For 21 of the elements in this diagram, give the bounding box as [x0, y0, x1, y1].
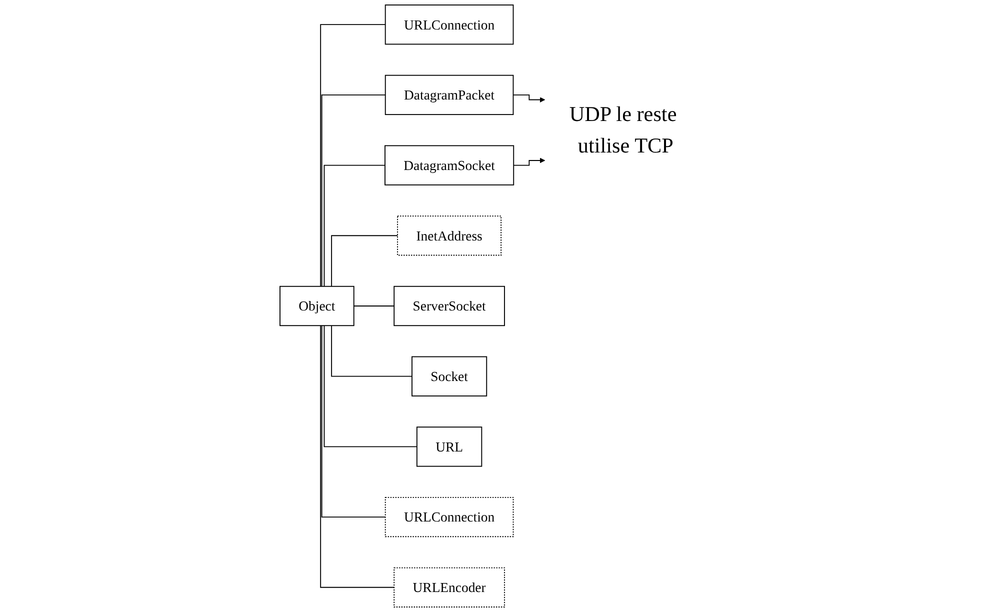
node-box: URLEncoder [393, 567, 505, 608]
connector [330, 235, 398, 287]
arrow [512, 158, 545, 166]
connector [320, 24, 386, 287]
node-box: URL [416, 426, 482, 467]
node-box: InetAddress [396, 216, 502, 256]
connector [323, 164, 386, 287]
node-box: URLConnection [384, 4, 514, 45]
node-box: DatagramPacket [384, 74, 514, 116]
node-text: UDP le reste utilise TCP [569, 102, 676, 158]
arrow [512, 94, 545, 102]
connector [330, 325, 412, 377]
node-box: Socket [411, 356, 487, 396]
node-box: URLConnection [384, 496, 514, 538]
connector [321, 325, 386, 518]
connector [320, 325, 394, 588]
connector [323, 325, 418, 448]
connector [321, 94, 386, 287]
node-box: DatagramSocket [384, 145, 514, 186]
node-box: ServerSocket [393, 286, 505, 326]
node-box: Object [279, 286, 354, 326]
